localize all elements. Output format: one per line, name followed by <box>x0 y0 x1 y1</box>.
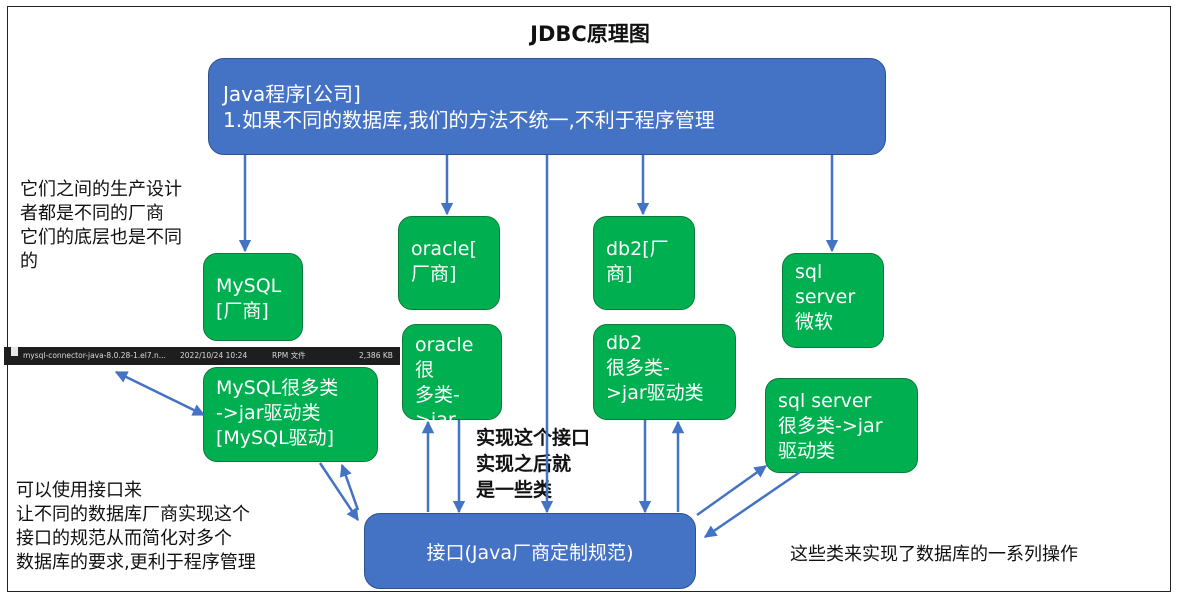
vendors-note: 它们之间的生产设计 者都是不同的厂商 它们的底层也是不同 的 <box>20 179 182 272</box>
interface-note: 可以使用接口来 让不同的数据库厂商实现这个 接口的规范从而简化对多个 数据库的要… <box>16 480 256 573</box>
diagram-frame <box>7 6 1171 592</box>
db2-driver-box: db2 很多类- >jar驱动类 <box>593 324 736 420</box>
file-type: RPM 文件 <box>272 351 306 360</box>
file-size: 2,386 KB <box>359 351 393 360</box>
arrow-sqlserver-driver-to-interface <box>703 470 801 539</box>
file-icon <box>11 347 18 356</box>
diagram-title: JDBC原理图 <box>530 22 650 46</box>
interface-label: 接口(Java厂商定制规范) <box>426 541 634 564</box>
sqlserver-vendor-box: sql server 微软 <box>782 253 884 348</box>
arrow-mysql-driver-to-file <box>114 370 206 417</box>
arrow-interface-to-mysql-driver <box>339 463 360 511</box>
oracle-driver-box: oracle很 多类->jar 驱动类 <box>402 324 502 456</box>
file-name: mysql-connector-java-8.0.28-1.el7.n... <box>23 351 166 360</box>
classes-note: 这些类来实现了数据库的一系列操作 <box>790 544 1078 565</box>
interface-box: 接口(Java厂商定制规范) <box>364 513 696 589</box>
java-program-title: Java程序[公司] <box>223 82 361 106</box>
mysql-driver-box: MySQL很多类 ->jar驱动类 [MySQL驱动] <box>203 367 378 462</box>
sqlserver-driver-box: sql server 很多类->jar 驱动类 <box>765 378 918 473</box>
mysql-vendor-box: MySQL [厂商] <box>203 253 303 341</box>
arrow-interface-to-sqlserver-driver <box>696 464 768 517</box>
java-program-box: Java程序[公司] 1.如果不同的数据库,我们的方法不统一,不利于程序管理 <box>208 58 886 155</box>
oracle-vendor-box: oracle[ 厂商] <box>398 216 500 310</box>
file-row[interactable]: mysql-connector-java-8.0.28-1.el7.n... 2… <box>4 347 400 365</box>
db2-vendor-box: db2[厂 商] <box>593 216 695 310</box>
java-program-description: 1.如果不同的数据库,我们的方法不统一,不利于程序管理 <box>223 108 715 132</box>
file-date: 2022/10/24 10:24 <box>180 351 248 360</box>
arrow-mysql-driver-to-interface <box>318 462 360 522</box>
